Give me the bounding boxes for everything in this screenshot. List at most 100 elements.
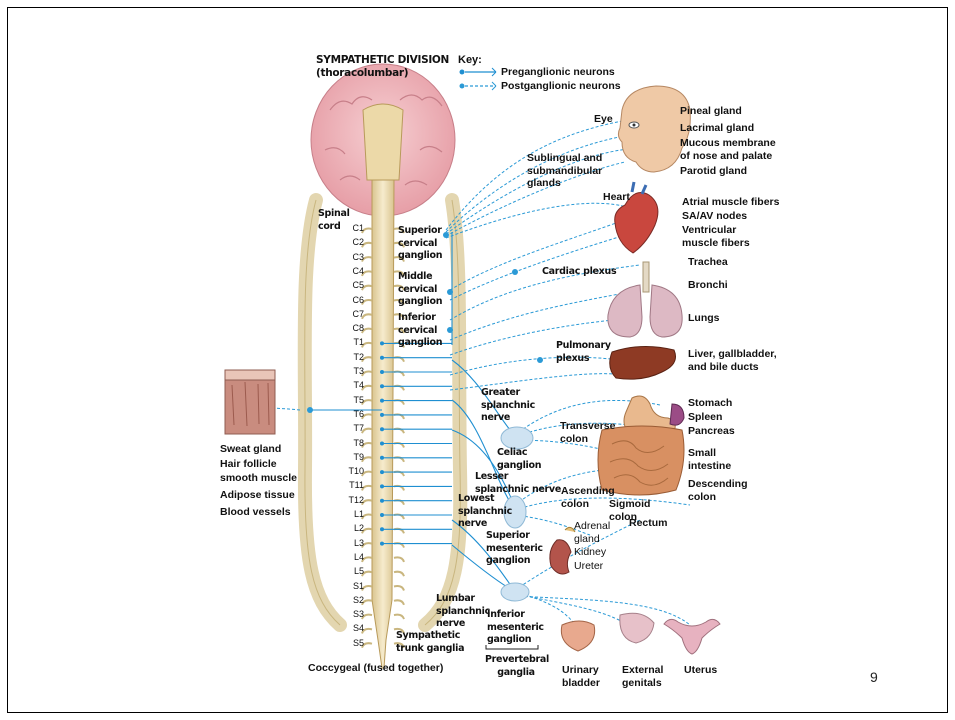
- ventricular-label: Ventricular muscle fibers: [682, 224, 758, 249]
- cell-body-t9: [380, 456, 384, 460]
- lacrimal-label: Lacrimal gland: [680, 122, 754, 135]
- pulmonary-plexus-label: Pulmonary plexus: [556, 340, 612, 365]
- segment-t3: T3: [334, 366, 364, 376]
- cell-body-t12: [380, 499, 384, 503]
- middle-cervical-label: Middle cervical ganglion: [398, 271, 444, 309]
- heart-label: Heart: [603, 191, 630, 204]
- descending-colon-label: Descending colon: [688, 478, 754, 503]
- spleen-label: Spleen: [688, 411, 722, 424]
- cell-body-t6: [380, 413, 384, 417]
- atrial-label: Atrial muscle fibers: [682, 196, 779, 209]
- liver-label: Liver, gallbladder, and bile ducts: [688, 348, 778, 373]
- lungs-illustration: [608, 262, 682, 337]
- key-preganglionic: Preganglionic neurons: [501, 66, 615, 79]
- segment-l4: L4: [334, 552, 364, 562]
- segment-t6: T6: [334, 409, 364, 419]
- segment-c7: C7: [334, 309, 364, 319]
- segment-l1: L1: [334, 509, 364, 519]
- bronchi-label: Bronchi: [688, 279, 728, 292]
- parotid-label: Parotid gland: [680, 165, 747, 178]
- right-sympathetic-chain: [425, 200, 460, 625]
- inferior-mesenteric-label: Inferior mesenteric ganglion: [487, 609, 547, 647]
- segment-t5: T5: [334, 395, 364, 405]
- segment-s2: S2: [334, 595, 364, 605]
- cell-body-t5: [380, 399, 384, 403]
- page-number: 9: [870, 669, 878, 685]
- segment-t9: T9: [334, 452, 364, 462]
- sublingual-label: Sublingual and submandibular glands: [527, 152, 611, 190]
- small-intestine-label: Small intestine: [688, 447, 738, 472]
- diagram-title: SYMPATHETIC DIVISION: [316, 54, 449, 67]
- sa-av-label: SA/AV nodes: [682, 210, 747, 223]
- lungs-label: Lungs: [688, 312, 720, 325]
- cell-body-t7: [380, 427, 384, 431]
- key-postganglionic: Postganglionic neurons: [501, 80, 621, 93]
- segment-l2: L2: [334, 523, 364, 533]
- cell-body-l1: [380, 513, 384, 517]
- segment-s4: S4: [334, 623, 364, 633]
- segment-c4: C4: [334, 266, 364, 276]
- ureter-label: Ureter: [574, 560, 603, 573]
- segment-l3: L3: [334, 538, 364, 548]
- segment-t2: T2: [334, 352, 364, 362]
- skin-illustration: [225, 370, 275, 434]
- diagram-subtitle: (thoracolumbar): [316, 67, 408, 80]
- prevertebral-label: Prevertebral ganglia: [485, 654, 547, 679]
- segment-t10: T10: [334, 466, 364, 476]
- ascending-colon-label: Ascending colon: [561, 485, 613, 510]
- liver-illustration: [610, 346, 676, 379]
- adipose-tissue-label: Adipose tissue: [220, 489, 295, 502]
- segment-s5: S5: [334, 638, 364, 648]
- cell-body-t10: [380, 470, 384, 474]
- trachea-label: Trachea: [688, 256, 728, 269]
- segment-c3: C3: [334, 252, 364, 262]
- pineal-label: Pineal gland: [680, 105, 742, 118]
- greater-splanchnic-label: Greater splanchnic nerve: [481, 387, 541, 425]
- spinal-cord-label: Spinal cord: [318, 208, 358, 233]
- stomach-label: Stomach: [688, 397, 732, 410]
- rectum-label: Rectum: [629, 517, 668, 530]
- key-legend-lines: [460, 68, 497, 90]
- hair-follicle-label: Hair follicle: [220, 458, 277, 471]
- lumbar-splanchnic-label: Lumbar splanchnic nerve: [436, 593, 486, 631]
- genitals-label: External genitals: [622, 664, 670, 689]
- pancreas-label: Pancreas: [688, 425, 735, 438]
- lowest-splanchnic-label: Lowest splanchnic nerve: [458, 493, 506, 531]
- cell-body-t1: [380, 341, 384, 345]
- cell-body-l3: [380, 542, 384, 546]
- segment-t8: T8: [334, 438, 364, 448]
- uterus-label: Uterus: [684, 664, 717, 677]
- cell-body-t2: [380, 356, 384, 360]
- eye-label: Eye: [594, 113, 613, 126]
- superior-cervical-label: Superior cervical ganglion: [398, 225, 444, 263]
- cell-body-t3: [380, 370, 384, 374]
- cell-body-t8: [380, 442, 384, 446]
- cell-body-t4: [380, 384, 384, 388]
- adrenal-label: Adrenal gland: [574, 520, 620, 545]
- genitals-illustration: [620, 613, 654, 643]
- segment-s1: S1: [334, 581, 364, 591]
- celiac-ganglion-label: Celiac ganglion: [497, 447, 541, 472]
- segment-c5: C5: [334, 280, 364, 290]
- mucous-label: Mucous membrane of nose and palate: [680, 137, 784, 162]
- coccygeal-label: Coccygeal (fused together): [308, 662, 443, 675]
- segment-l5: L5: [334, 566, 364, 576]
- kidney-illustration: [550, 527, 575, 574]
- segment-t1: T1: [334, 337, 364, 347]
- segment-c8: C8: [334, 323, 364, 333]
- segment-c6: C6: [334, 295, 364, 305]
- segment-t12: T12: [334, 495, 364, 505]
- bladder-illustration: [561, 621, 594, 651]
- superior-mesenteric-label: Superior mesenteric ganglion: [486, 530, 548, 568]
- kidney-label: Kidney: [574, 546, 606, 559]
- transverse-colon-label: Transverse colon: [560, 420, 614, 445]
- cell-body-t11: [380, 484, 384, 488]
- cardiac-plexus-label: Cardiac plexus: [542, 266, 616, 279]
- blood-vessels-label: Blood vessels: [220, 506, 291, 519]
- segment-t7: T7: [334, 423, 364, 433]
- segment-t11: T11: [334, 480, 364, 490]
- segment-s3: S3: [334, 609, 364, 619]
- smooth-muscle-label: smooth muscle: [220, 472, 297, 485]
- sweat-gland-label: Sweat gland: [220, 443, 281, 456]
- inferior-cervical-label: Inferior cervical ganglion: [398, 312, 444, 350]
